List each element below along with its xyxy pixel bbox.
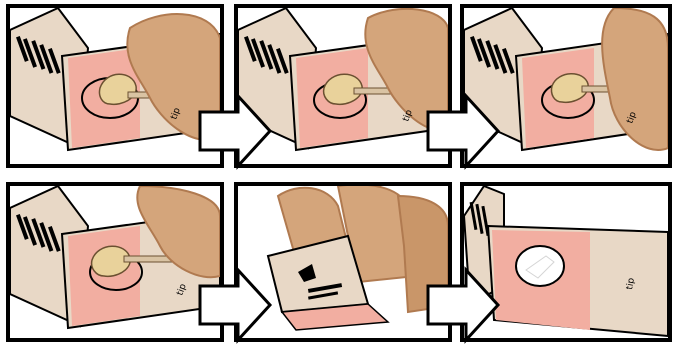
arrow-right-icon bbox=[196, 266, 274, 344]
arrow-right-icon bbox=[196, 92, 274, 170]
swab-card-illustration: tip bbox=[10, 186, 220, 338]
panel-step-1: tip bbox=[6, 4, 224, 168]
arrow-right-icon bbox=[424, 92, 502, 170]
panel-step-4: tip bbox=[6, 182, 224, 342]
swab-card-illustration: tip bbox=[10, 8, 220, 164]
card-label: tip bbox=[625, 277, 637, 291]
arrow-right-icon bbox=[424, 266, 502, 344]
